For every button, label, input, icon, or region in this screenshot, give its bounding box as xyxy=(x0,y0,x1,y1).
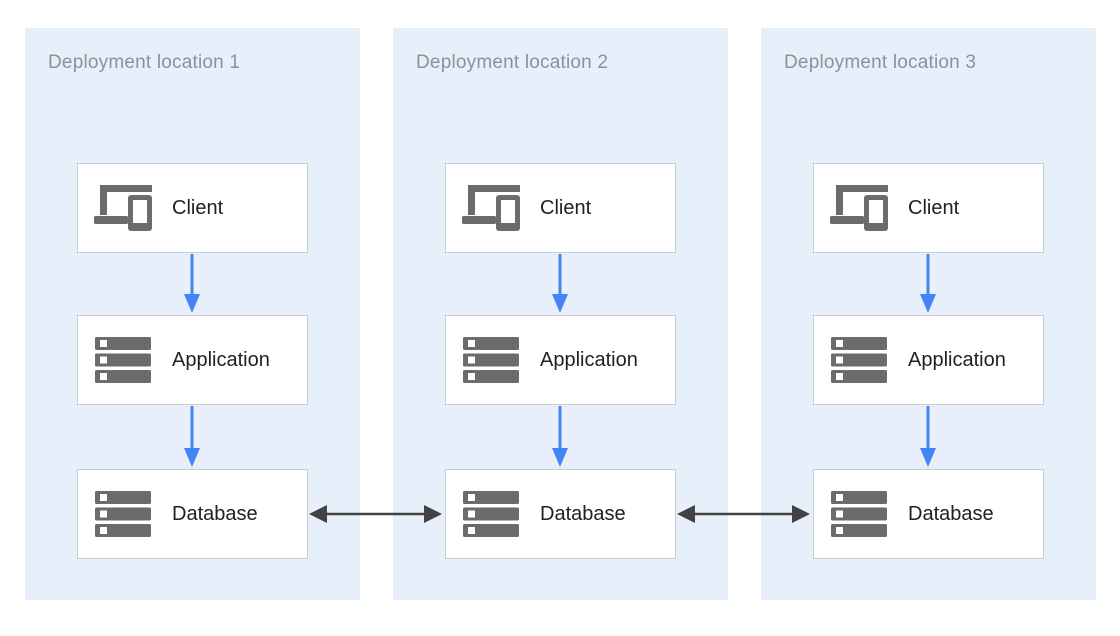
server-stack-icon xyxy=(94,337,152,383)
server-stack-icon xyxy=(830,491,888,537)
deployment-location-3-panel: Deployment location 3 Client Application… xyxy=(761,28,1096,600)
node-label: Client xyxy=(172,196,224,219)
application-node-1: Application xyxy=(77,315,308,405)
node-label: Application xyxy=(172,348,270,371)
application-node-3: Application xyxy=(813,315,1044,405)
database-node-3: Database xyxy=(813,469,1044,559)
devices-icon xyxy=(94,185,152,231)
server-stack-icon xyxy=(462,337,520,383)
node-label: Database xyxy=(540,502,626,525)
server-stack-icon xyxy=(462,491,520,537)
node-label: Client xyxy=(540,196,592,219)
deployment-location-1-panel: Deployment location 1 Client Application… xyxy=(25,28,360,600)
node-label: Database xyxy=(908,502,994,525)
node-label: Client xyxy=(908,196,960,219)
panel-title: Deployment location 3 xyxy=(784,52,977,73)
panel-title: Deployment location 2 xyxy=(416,52,609,73)
devices-icon xyxy=(462,185,520,231)
panel-title: Deployment location 1 xyxy=(48,52,241,73)
server-stack-icon xyxy=(94,491,152,537)
deployment-location-2-panel: Deployment location 2 Client Application… xyxy=(393,28,728,600)
node-label: Application xyxy=(908,348,1006,371)
client-node-3: Client xyxy=(813,163,1044,253)
database-node-1: Database xyxy=(77,469,308,559)
node-label: Application xyxy=(540,348,638,371)
client-node-2: Client xyxy=(445,163,676,253)
client-node-1: Client xyxy=(77,163,308,253)
application-node-2: Application xyxy=(445,315,676,405)
devices-icon xyxy=(830,185,888,231)
database-node-2: Database xyxy=(445,469,676,559)
server-stack-icon xyxy=(830,337,888,383)
node-label: Database xyxy=(172,502,258,525)
